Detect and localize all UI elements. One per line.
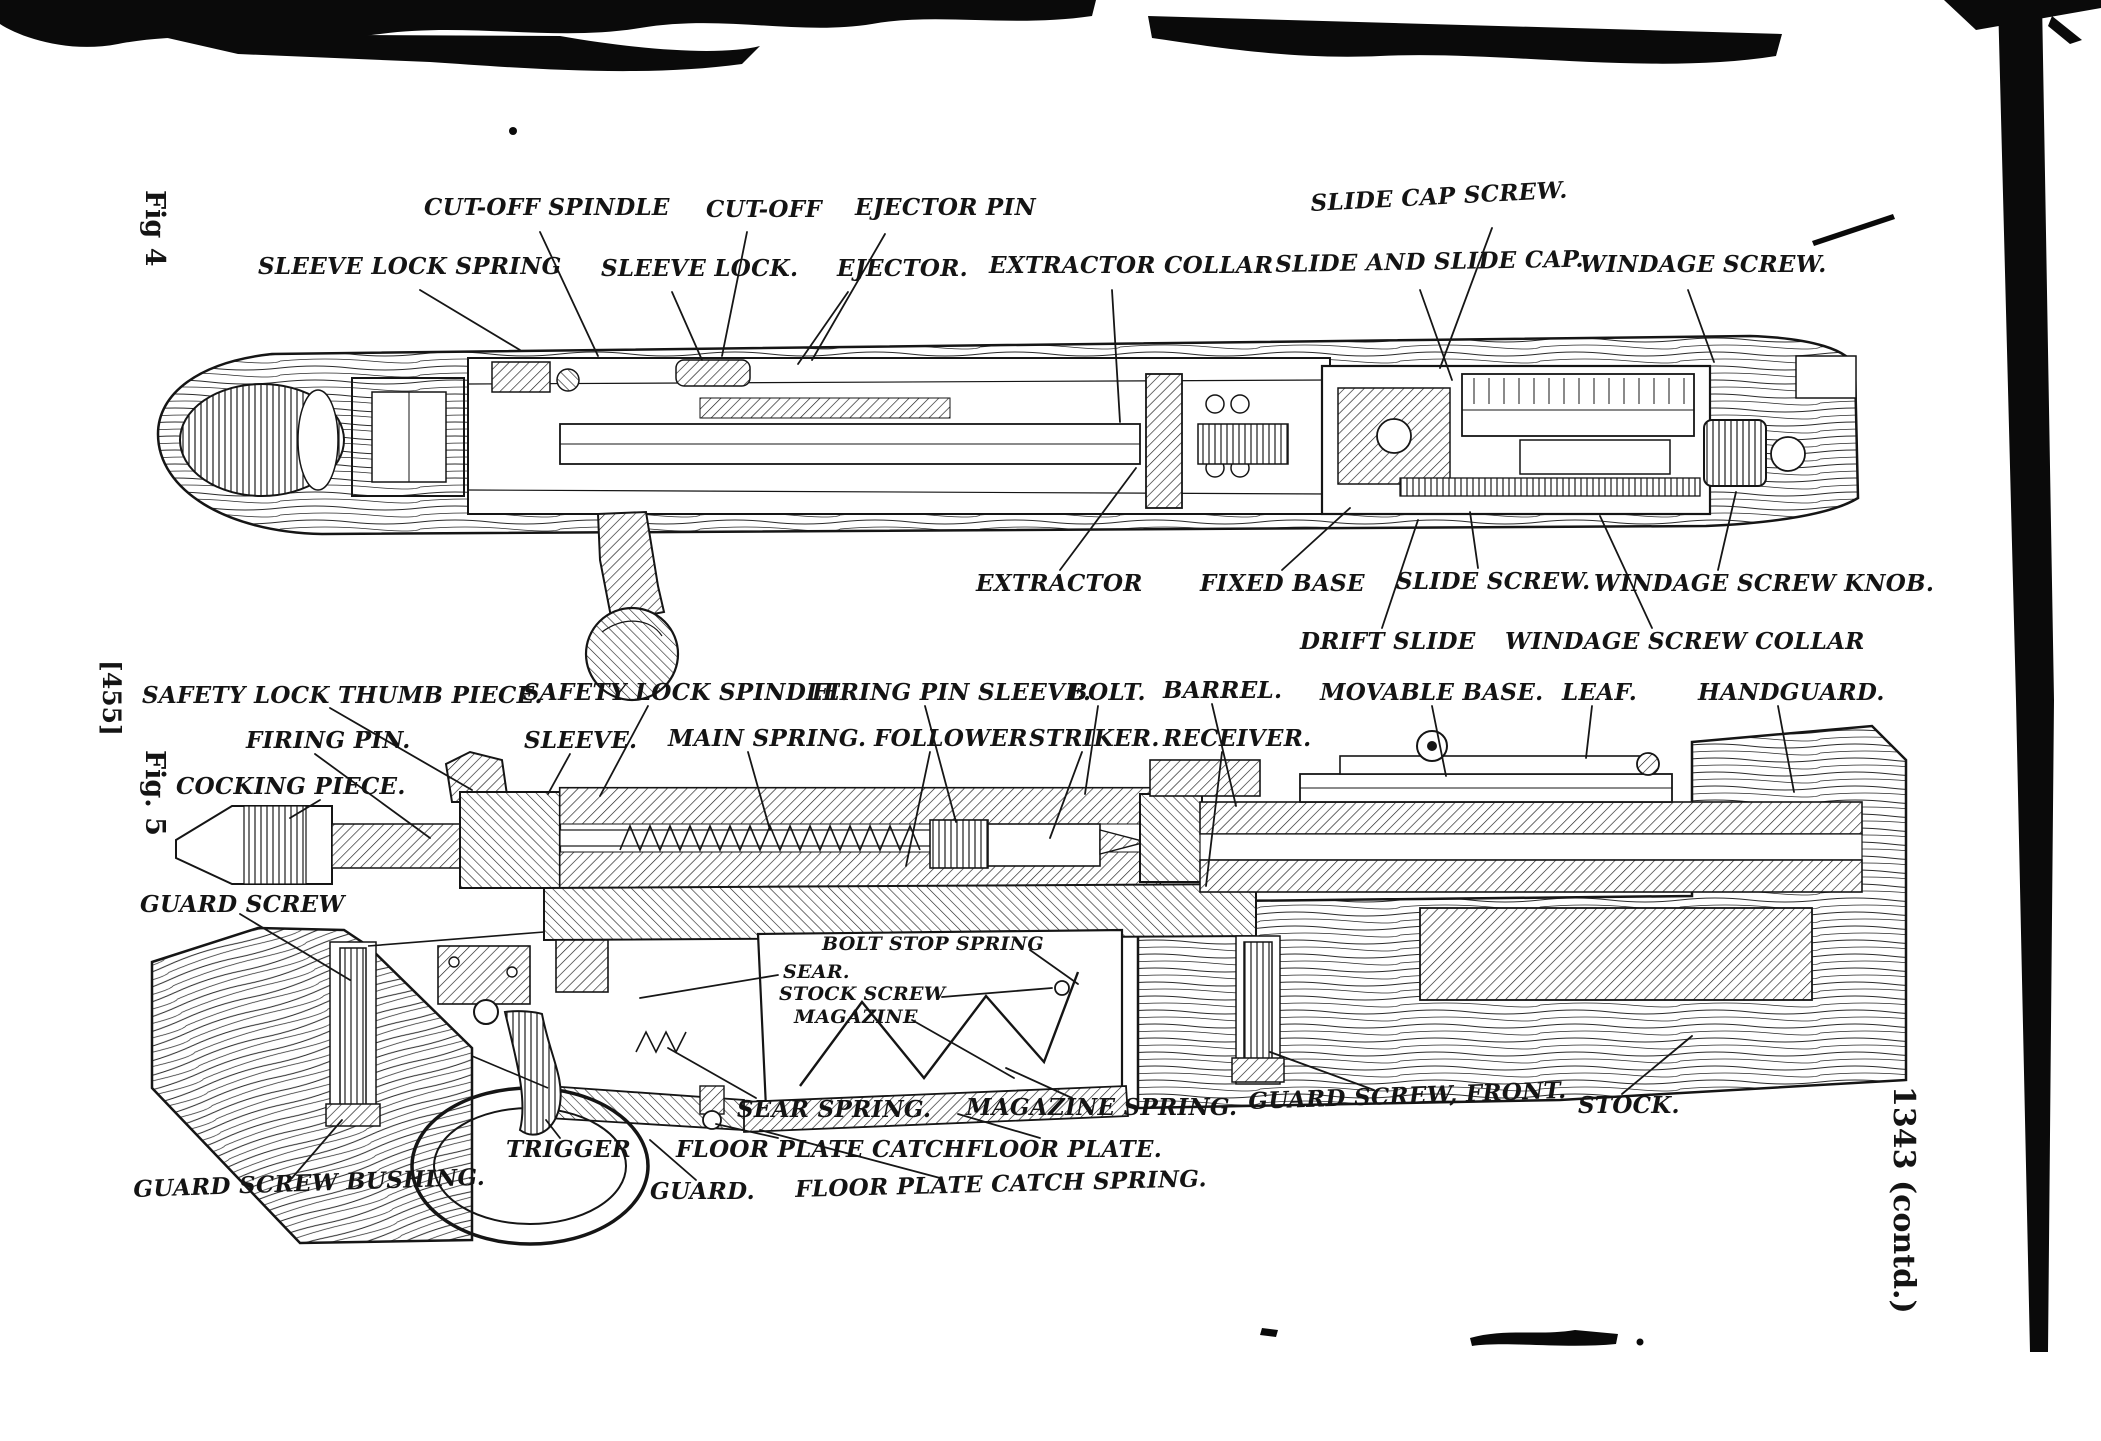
fig5-floor-plate-catch — [699, 1085, 725, 1115]
label-safety-lock-spindle: SAFETY LOCK SPINDLE. — [523, 679, 849, 706]
label-extractor-collar: EXTRACTOR COLLAR — [989, 252, 1274, 279]
fig5-trigger — [503, 1010, 562, 1136]
label-main-spring: MAIN SPRING. — [668, 725, 867, 752]
label-bolt: BOLT. — [1068, 679, 1146, 706]
fig4-cocking-knob — [179, 383, 345, 497]
fig4-bolt-handle — [584, 510, 680, 702]
leader-lines — [239, 227, 1795, 1181]
fig5-sear-mechanism — [437, 939, 687, 1054]
label-ejector: EJECTOR. — [837, 255, 968, 282]
fig4-caption: Fig 4 — [139, 190, 170, 267]
fig5-cocking-piece — [175, 805, 461, 885]
label-trigger: TRIGGER — [506, 1136, 632, 1163]
bottom-dot — [1636, 1338, 1644, 1346]
label-sleeve: SLEEVE. — [524, 727, 638, 754]
torn-edge-blob — [150, 34, 760, 72]
label-floor-plate-catch: FLOOR PLATE CATCH — [676, 1136, 966, 1163]
label-receiver: RECEIVER. — [1163, 725, 1312, 752]
bottom-mark-2 — [1470, 1330, 1618, 1346]
bottom-mark-1 — [1260, 1328, 1278, 1337]
fig4-rear-sight — [1320, 355, 1857, 516]
label-slide-screw: SLIDE SCREW. — [1396, 568, 1591, 595]
scan-artifacts — [0, 0, 2101, 1352]
fig5-caption: Fig. 5 — [139, 750, 170, 836]
page-number-right: 1343 (contd.) — [1886, 1086, 1921, 1314]
label-stock-screw: STOCK SCREW — [779, 983, 946, 1005]
label-firing-pin-sleeve: FIRING PIN SLEEVE. — [812, 679, 1092, 706]
label-follower: FOLLOWER — [874, 725, 1028, 752]
right-edge-bar — [1998, 0, 2054, 1352]
fig5-barrel — [1199, 801, 1863, 893]
label-guard-screw: GUARD SCREW — [140, 891, 345, 918]
fig4-drawing — [156, 334, 1860, 702]
label-movable-base: MOVABLE BASE. — [1320, 679, 1544, 706]
label-safety-lock-thumb-piece: SAFETY LOCK THUMB PIECE. — [142, 682, 543, 709]
tick-mark — [2048, 16, 2082, 44]
stray-line — [1812, 214, 1895, 246]
label-cut-off-spindle: CUT-OFF SPINDLE — [424, 194, 670, 221]
ink-dot — [509, 127, 517, 135]
fig5-guard-screw-front — [1231, 935, 1285, 1085]
label-slide-and-slide-cap: SLIDE AND SLIDE CAP. — [1274, 245, 1584, 278]
label-guard: GUARD. — [650, 1178, 755, 1205]
label-fixed-base: FIXED BASE — [1200, 570, 1365, 597]
page-number-left: [455] — [97, 660, 126, 736]
fig5-bolt — [558, 786, 1203, 890]
label-barrel: BARREL. — [1163, 677, 1283, 704]
label-sear: SEAR. — [783, 961, 850, 983]
label-windage-screw-knob: WINDAGE SCREW KNOB. — [1594, 570, 1935, 597]
label-windage-screw-collar: WINDAGE SCREW COLLAR — [1505, 628, 1865, 655]
label-floor-plate: FLOOR PLATE. — [966, 1136, 1163, 1163]
fig5-rear-sight — [1299, 730, 1673, 803]
fig4-receiver — [467, 357, 1331, 515]
torn-edge-top-right — [1148, 16, 1782, 64]
label-sear-spring: SEAR SPRING. — [737, 1096, 932, 1123]
label-leaf: LEAF. — [1562, 679, 1638, 706]
fig5-receiver-bridge — [1149, 759, 1261, 797]
label-magazine-spring: MAGAZINE SPRING. — [966, 1094, 1238, 1121]
label-handguard: HANDGUARD. — [1698, 679, 1885, 706]
label-cocking-piece: COCKING PIECE. — [176, 773, 406, 800]
label-extractor: EXTRACTOR — [976, 570, 1143, 597]
fig5-bolt-sleeve — [459, 791, 561, 889]
label-windage-screw: WINDAGE SCREW. — [1580, 251, 1827, 278]
label-drift-slide: DRIFT SLIDE — [1300, 628, 1476, 655]
label-bolt-stop-spring: BOLT STOP SPRING — [822, 933, 1044, 955]
label-ejector-pin: EJECTOR PIN — [855, 194, 1036, 221]
label-firing-pin: FIRING PIN. — [246, 727, 411, 754]
label-stock: STOCK. — [1578, 1092, 1680, 1119]
label-cut-off: CUT-OFF — [706, 196, 823, 223]
fig5-wrist-wood — [150, 926, 474, 1245]
label-sleeve-lock: SLEEVE LOCK. — [601, 255, 799, 282]
label-sleeve-lock-spring: SLEEVE LOCK SPRING — [258, 253, 562, 280]
label-striker: STRIKER. — [1029, 725, 1160, 752]
label-magazine: MAGAZINE — [794, 1006, 918, 1028]
